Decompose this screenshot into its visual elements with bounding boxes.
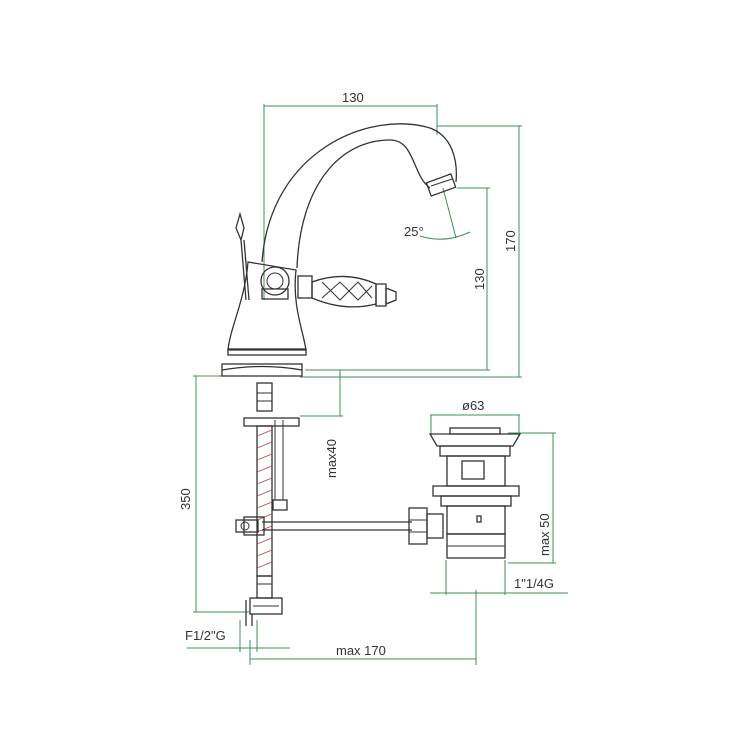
dim-max-50: max 50 <box>537 513 552 556</box>
pull-rod <box>262 521 412 531</box>
dim-inlet-thread: F1/2"G <box>185 628 226 643</box>
faucet-body <box>221 123 458 377</box>
dimension-labels: 130 170 130 25° ø63 max40 350 max 50 1"1… <box>178 90 554 658</box>
drain-assembly <box>408 427 522 559</box>
dimension-lines <box>187 104 568 665</box>
dim-total-height: 170 <box>503 230 518 252</box>
dim-max-170: max 170 <box>336 643 386 658</box>
supply-pipe <box>235 382 300 626</box>
dim-spout-height: 130 <box>472 268 487 290</box>
dim-max-40: max40 <box>324 439 339 478</box>
dim-drain-thread: 1"1/4G <box>514 576 554 591</box>
dim-drain-diameter: ø63 <box>462 398 484 413</box>
dim-top-width: 130 <box>342 90 364 105</box>
dim-spout-angle: 25° <box>404 224 424 239</box>
dim-height-350: 350 <box>178 488 193 510</box>
